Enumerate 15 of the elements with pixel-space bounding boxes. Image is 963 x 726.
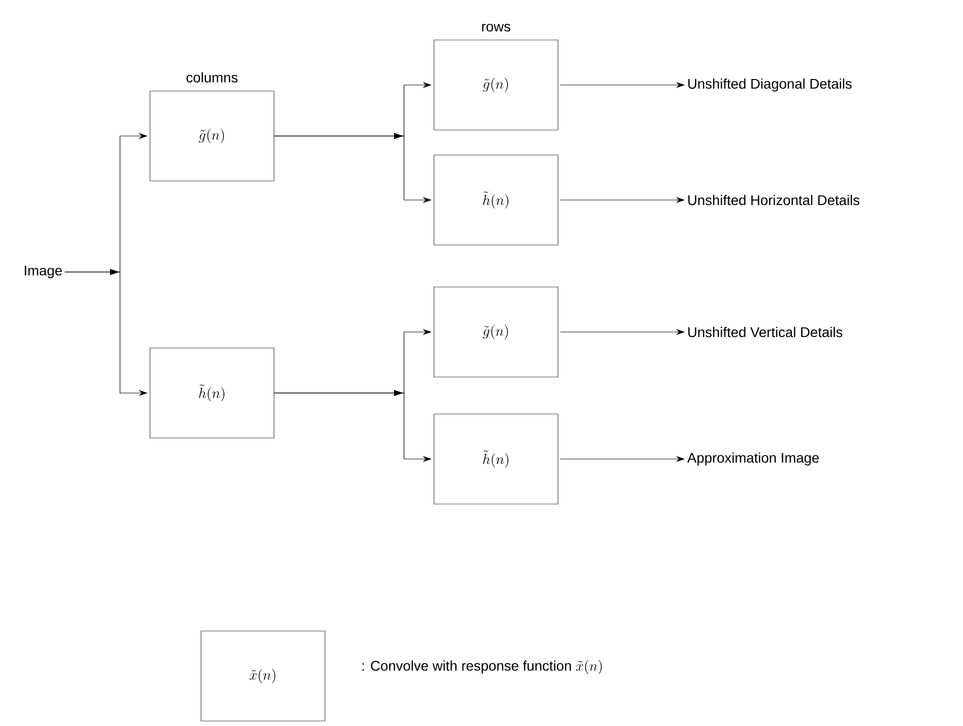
output-label: Approximation Image (687, 452, 819, 466)
output-label: Unshifted Diagonal Details (688, 78, 852, 92)
filter-box: $\tilde{h}(n)$ (150, 348, 274, 438)
filter-box: $\tilde{g}(n)$ (150, 90, 274, 182)
filter-box: $\tilde{h}(n)$ (434, 414, 558, 504)
output-label: Unshifted Vertical Details (688, 326, 842, 338)
box-caption: rows (482, 24, 510, 32)
filter-box: $\tilde{h}(n)$ (434, 154, 558, 246)
filter-box: $\tilde{x}(n)$ (200, 630, 326, 722)
input-label: Image (24, 266, 62, 278)
filter-box: $\tilde{g}(n)$ (434, 40, 558, 130)
output-label: Unshifted Horizontal Details (688, 194, 860, 206)
legend-text: : Convolve with response function $\tilde{x}(n)$ (362, 660, 602, 674)
box-caption: columns (186, 72, 238, 82)
filter-box: $\tilde{g}(n)$ (434, 286, 558, 378)
